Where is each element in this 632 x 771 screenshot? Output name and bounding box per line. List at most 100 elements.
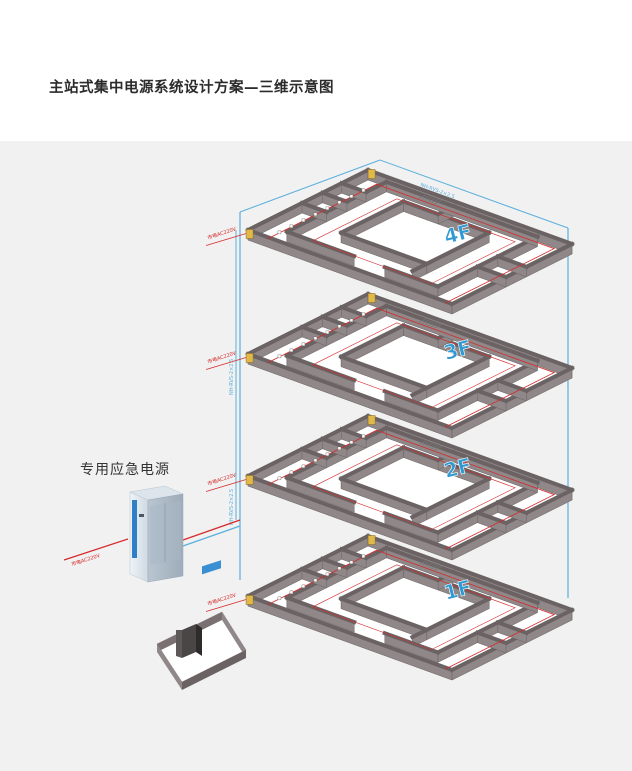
wall-top (449, 607, 575, 673)
control-room-sign (202, 560, 221, 575)
wall-top (299, 324, 330, 339)
wall-top (245, 593, 455, 673)
emergency-wiring-inner (312, 198, 516, 285)
stair-step (434, 199, 443, 205)
emergency-light (337, 200, 342, 205)
control-room (156, 560, 247, 690)
stair-step (422, 319, 431, 324)
power-supply-label: 专用应急电源 (80, 461, 170, 478)
stair-step (422, 561, 431, 566)
mains-feed-line (205, 599, 247, 612)
stair-step (419, 439, 428, 445)
mains-label: 市电AC220V (207, 591, 238, 607)
stair-step (425, 196, 434, 201)
wall-top (299, 200, 330, 215)
wall-top (245, 227, 455, 307)
emergency-power-cabinet (129, 485, 184, 583)
stair-step (431, 198, 440, 204)
stair-step (422, 441, 431, 446)
distribution-box (245, 229, 254, 239)
stair-step (425, 442, 434, 447)
wall-top (319, 556, 350, 571)
wall-top (245, 413, 371, 479)
stair-step (419, 193, 428, 199)
wall-top (338, 198, 407, 236)
distribution-box-right (367, 169, 376, 179)
riser-lines (235, 159, 569, 598)
mains-label: 市电AC220V (207, 471, 238, 487)
emergency-light (349, 318, 354, 323)
stair-step (434, 565, 443, 571)
emergency-light (325, 206, 330, 211)
stair-step (422, 195, 431, 200)
wall-top (338, 230, 430, 267)
stair-step (428, 443, 437, 449)
wall-top (365, 533, 575, 613)
wall-top (449, 241, 575, 307)
wall-top (245, 351, 455, 431)
wall-top (338, 322, 407, 360)
floor-3F: 市电AC220V (205, 291, 575, 439)
wall-top (435, 357, 541, 414)
mains-feed-line (205, 233, 247, 246)
emergency-light (361, 188, 366, 193)
emergency-wiring (267, 429, 556, 550)
stair-step (419, 559, 428, 565)
emergency-light (289, 470, 294, 475)
emergency-light (349, 440, 354, 445)
wall-top (383, 425, 541, 486)
stair-step (434, 445, 443, 451)
emergency-light (289, 224, 294, 229)
stair-step (419, 317, 428, 323)
wall-top (383, 179, 541, 240)
emergency-light (301, 342, 306, 347)
floors: 市电AC220V 市电AC220V 市电AC220V 市电AC220V (205, 167, 575, 681)
emergency-light (289, 590, 294, 595)
wall-top (409, 385, 430, 398)
emergency-light (361, 554, 366, 559)
floor-1F: 市电AC220V (205, 533, 575, 681)
distribution-box-right (367, 415, 376, 425)
wall-top (424, 595, 492, 633)
stair-step (428, 563, 437, 569)
mains-feed-line (205, 357, 247, 370)
emergency-light (277, 230, 282, 235)
mains-label: 市电AC220V (207, 225, 238, 241)
emergency-wiring (267, 307, 556, 428)
wall-top (435, 479, 541, 536)
emergency-light (325, 330, 330, 335)
emergency-light (313, 212, 318, 217)
distribution-box (245, 595, 254, 605)
wall-top (409, 627, 430, 640)
emergency-light (277, 596, 282, 601)
wall-top (435, 599, 541, 656)
wall-top (365, 291, 575, 371)
distribution-box-right (367, 293, 376, 303)
emergency-light (349, 560, 354, 565)
wall-top (338, 596, 430, 633)
stair-step (425, 562, 434, 567)
wall-top (435, 233, 541, 290)
wall-top (245, 167, 371, 233)
emergency-light (337, 566, 342, 571)
emergency-wiring (267, 549, 556, 670)
wall-top (449, 487, 575, 553)
emergency-light (361, 312, 366, 317)
mains-feed-line (205, 479, 247, 492)
wall-top (319, 314, 350, 329)
riser-label-1: NH-RVS-2×2.5 (229, 359, 235, 395)
distribution-box-right (367, 535, 376, 545)
emergency-light (277, 476, 282, 481)
emergency-light (325, 572, 330, 577)
emergency-light (361, 434, 366, 439)
cabinet-stripe (132, 500, 137, 558)
wall-top (319, 190, 350, 205)
distribution-box (245, 353, 254, 363)
wall-top (365, 167, 575, 247)
wall-top (449, 365, 575, 431)
page-title: 主站式集中电源系统设计方案—三维示意图 (49, 80, 334, 96)
stair-step (425, 320, 434, 325)
wall-top (409, 261, 430, 274)
emergency-light (349, 194, 354, 199)
